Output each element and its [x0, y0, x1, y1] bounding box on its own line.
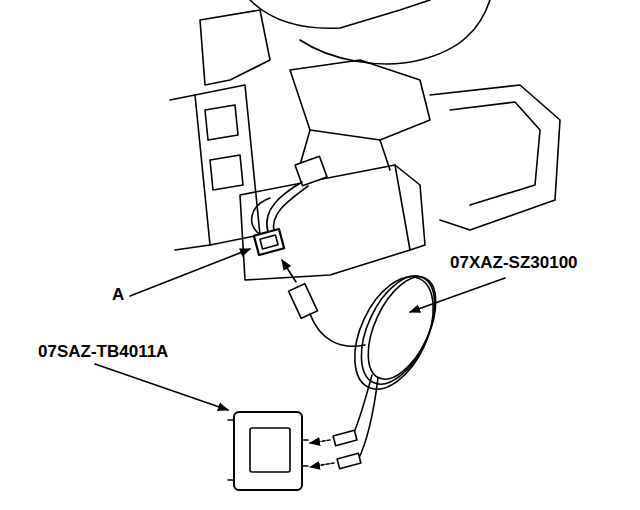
steering-column	[300, 0, 490, 64]
cable-coil	[346, 265, 449, 395]
data-link-connector	[254, 229, 284, 255]
cable	[358, 378, 378, 460]
knee-panel	[450, 102, 540, 205]
tester-display	[250, 428, 290, 472]
tester-box	[234, 412, 302, 490]
insert-arrow	[310, 440, 330, 443]
part-number: 07XAZ-SZ30100	[450, 254, 578, 273]
dash-panel	[170, 95, 210, 250]
cable-coil	[339, 265, 450, 402]
connector-face	[260, 235, 278, 249]
steering-column	[250, 0, 430, 28]
callout-letter: A	[112, 286, 124, 305]
leader-line	[130, 249, 250, 296]
cable-coil	[354, 267, 449, 390]
harness-wire	[267, 182, 302, 232]
lower-bracket	[395, 165, 425, 250]
tester-tab	[228, 420, 308, 480]
lower-bracket	[240, 165, 410, 280]
harness-wire	[273, 186, 308, 232]
leader-line	[410, 278, 505, 312]
knee-panel	[430, 85, 560, 230]
cable-end-plug	[333, 430, 357, 445]
dash-panel	[195, 85, 260, 245]
insert-arrow	[310, 463, 334, 467]
part-number: 07SAZ-TB4011A	[38, 343, 168, 362]
cable-plug	[289, 284, 318, 319]
insert-arrow	[282, 260, 296, 282]
cable-end-plug	[337, 453, 361, 468]
dash-panel	[200, 10, 270, 85]
leader-line	[95, 364, 228, 410]
harness-connector	[295, 156, 327, 186]
harness-wire	[252, 198, 270, 236]
column-cover	[290, 60, 430, 140]
dash-vent	[205, 105, 243, 190]
